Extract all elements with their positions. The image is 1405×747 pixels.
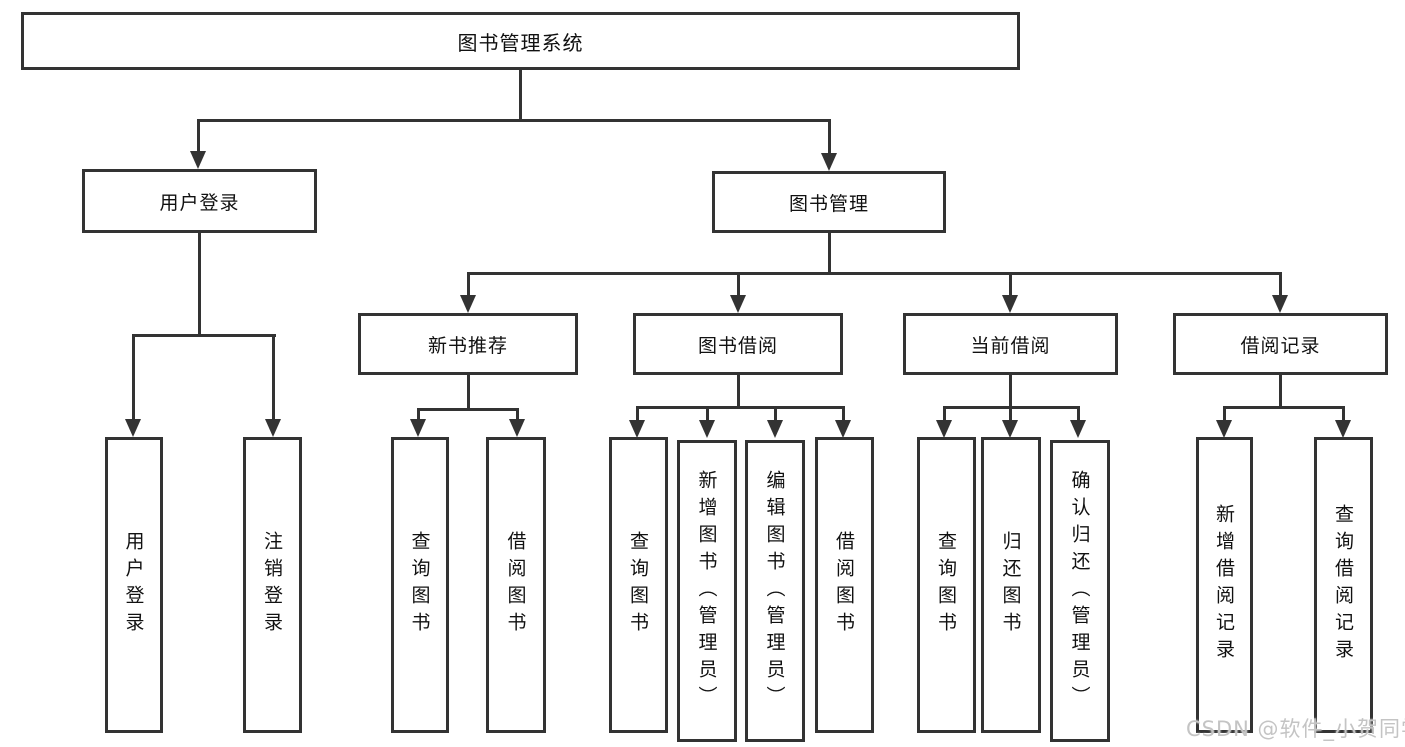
connector-line bbox=[197, 119, 200, 153]
leaf-borrow-books: 借阅图书 bbox=[815, 437, 874, 733]
leaf-query-borrow-record: 查询借阅记录 bbox=[1314, 437, 1373, 733]
connector-line bbox=[417, 408, 519, 411]
leaf-label: 借阅图书 bbox=[833, 531, 855, 639]
connector-line bbox=[636, 406, 639, 422]
leaf-borrow-books-recommend: 借阅图书 bbox=[486, 437, 546, 733]
connector-line bbox=[197, 119, 831, 122]
csdn-watermark: CSDN @软件_小贺同学 bbox=[1186, 717, 1405, 741]
node-new-book-recommend: 新书推荐 bbox=[358, 313, 578, 375]
leaf-label: 归还图书 bbox=[999, 531, 1022, 639]
arrowhead-down-icon bbox=[265, 419, 281, 437]
arrowhead-down-icon bbox=[1272, 295, 1288, 313]
leaf-query-books-current: 查询图书 bbox=[917, 437, 976, 733]
node-label: 用户登录 bbox=[159, 191, 240, 214]
leaf-logout: 注销登录 bbox=[243, 437, 302, 733]
arrowhead-down-icon bbox=[410, 419, 426, 437]
leaf-label: 编辑图书（管理员） bbox=[763, 469, 786, 713]
leaf-return-books: 归还图书 bbox=[981, 437, 1041, 733]
connector-line bbox=[737, 374, 740, 409]
node-label: 借阅记录 bbox=[1240, 334, 1321, 357]
leaf-edit-books-admin: 编辑图书（管理员） bbox=[745, 440, 805, 742]
arrowhead-down-icon bbox=[767, 420, 783, 438]
arrowhead-down-icon bbox=[509, 419, 525, 437]
node-library-management-system: 图书管理系统 bbox=[21, 12, 1020, 70]
connector-line bbox=[774, 406, 777, 422]
connector-line bbox=[198, 232, 201, 337]
connector-line bbox=[272, 334, 275, 421]
node-book-management: 图书管理 bbox=[712, 171, 946, 233]
arrowhead-down-icon bbox=[699, 420, 715, 438]
connector-line bbox=[1279, 272, 1282, 298]
connector-line bbox=[519, 69, 522, 122]
arrowhead-down-icon bbox=[936, 420, 952, 438]
node-label: 图书管理 bbox=[788, 192, 869, 215]
connector-line bbox=[467, 272, 1282, 275]
node-label: 当前借阅 bbox=[970, 334, 1051, 357]
arrowhead-down-icon bbox=[1216, 420, 1232, 438]
arrowhead-down-icon bbox=[835, 420, 851, 438]
connector-line bbox=[706, 406, 709, 422]
leaf-label: 查询图书 bbox=[627, 531, 649, 639]
leaf-query-books-borrow: 查询图书 bbox=[609, 437, 668, 733]
leaf-query-books-recommend: 查询图书 bbox=[391, 437, 449, 733]
leaf-label: 用户登录 bbox=[122, 531, 145, 639]
connector-line bbox=[636, 406, 845, 409]
leaf-label: 查询图书 bbox=[935, 531, 957, 639]
connector-line bbox=[828, 232, 831, 275]
connector-line bbox=[467, 374, 470, 411]
leaf-label: 查询图书 bbox=[408, 531, 431, 639]
node-user-login: 用户登录 bbox=[82, 169, 317, 233]
connector-line bbox=[516, 408, 519, 422]
node-book-borrowing: 图书借阅 bbox=[633, 313, 843, 375]
connector-line bbox=[1009, 272, 1012, 298]
connector-line bbox=[1009, 406, 1012, 422]
leaf-label: 注销登录 bbox=[261, 531, 283, 639]
leaf-label: 新增图书（管理员） bbox=[695, 469, 718, 713]
leaf-add-books-admin: 新增图书（管理员） bbox=[677, 440, 737, 742]
arrowhead-down-icon bbox=[1335, 420, 1351, 438]
connector-line bbox=[1342, 406, 1345, 422]
node-borrowing-records: 借阅记录 bbox=[1173, 313, 1388, 375]
node-label: 图书借阅 bbox=[697, 334, 778, 357]
node-label: 新书推荐 bbox=[427, 334, 508, 357]
arrowhead-down-icon bbox=[1070, 420, 1086, 438]
leaf-label: 确认归还（管理员） bbox=[1068, 469, 1091, 713]
arrowhead-down-icon bbox=[821, 153, 837, 171]
arrowhead-down-icon bbox=[460, 295, 476, 313]
arrowhead-down-icon bbox=[1002, 420, 1018, 438]
leaf-label: 借阅图书 bbox=[504, 531, 527, 639]
leaf-user-login: 用户登录 bbox=[105, 437, 163, 733]
node-current-borrowing: 当前借阅 bbox=[903, 313, 1118, 375]
connector-line bbox=[132, 334, 135, 421]
arrowhead-down-icon bbox=[629, 420, 645, 438]
connector-line bbox=[467, 272, 470, 298]
node-label: 图书管理系统 bbox=[457, 30, 584, 55]
connector-line bbox=[1279, 374, 1282, 409]
connector-line bbox=[842, 406, 845, 422]
leaf-label: 新增借阅记录 bbox=[1213, 504, 1235, 666]
connector-line bbox=[1077, 406, 1080, 422]
connector-line bbox=[828, 119, 831, 155]
connector-line bbox=[417, 408, 420, 422]
connector-line bbox=[737, 272, 740, 298]
leaf-label: 查询借阅记录 bbox=[1332, 504, 1354, 666]
connector-line bbox=[1223, 406, 1345, 409]
connector-line bbox=[943, 406, 946, 422]
arrowhead-down-icon bbox=[125, 419, 141, 437]
arrowhead-down-icon bbox=[730, 295, 746, 313]
arrowhead-down-icon bbox=[1002, 295, 1018, 313]
connector-line bbox=[1223, 406, 1226, 422]
leaf-add-borrow-record: 新增借阅记录 bbox=[1196, 437, 1253, 733]
connector-line bbox=[132, 334, 276, 337]
arrowhead-down-icon bbox=[190, 151, 206, 169]
connector-line bbox=[1009, 374, 1012, 409]
leaf-confirm-return-admin: 确认归还（管理员） bbox=[1050, 440, 1110, 742]
